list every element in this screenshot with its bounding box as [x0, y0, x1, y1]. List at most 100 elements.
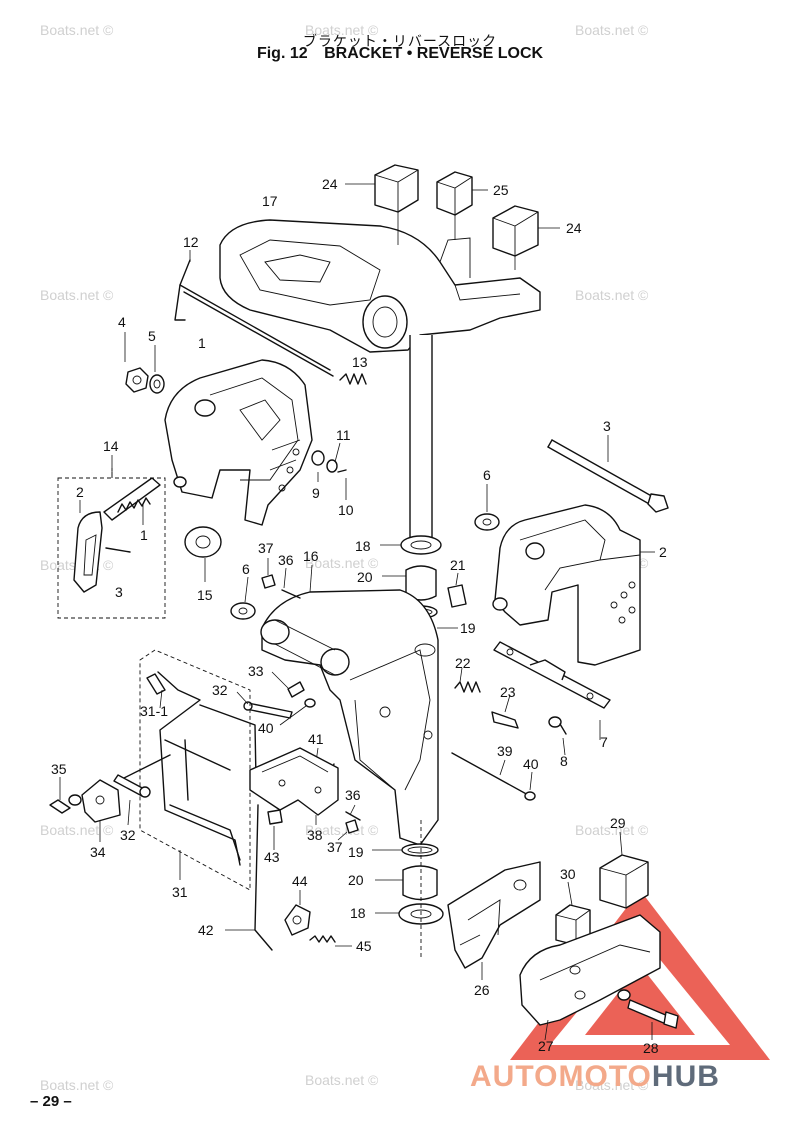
- callout-33: 33: [248, 663, 264, 679]
- watermark-text: Boats.net ©: [305, 1072, 379, 1088]
- callout-18: 18: [350, 905, 366, 921]
- callout-20: 20: [357, 569, 373, 585]
- callout-44: 44: [292, 873, 308, 889]
- figure-title: Fig. 12 BRACKET • REVERSE LOCK: [0, 45, 800, 63]
- watermark-text: Boats.net ©: [305, 22, 379, 38]
- callout-17: 17: [262, 193, 278, 209]
- washer-9-bolt-10: [311, 450, 347, 473]
- nut-4: [125, 367, 149, 393]
- callout-3: 3: [115, 584, 123, 600]
- callout-labels: 24 25 24 17 12 4 5 1 13 14 2 1 3 11 9 10…: [51, 176, 667, 1056]
- clamp-bracket-right: [492, 504, 641, 666]
- screw-45: [309, 935, 336, 943]
- swivel-bracket-top: [219, 219, 541, 353]
- screw-33: [287, 681, 305, 698]
- spring-22: [454, 681, 481, 693]
- callout-11: 11: [336, 427, 351, 443]
- callout-8: 8: [560, 753, 568, 769]
- steering-shaft: [409, 335, 433, 545]
- bolt-35: [49, 794, 82, 814]
- figure-name: BRACKET • REVERSE LOCK: [324, 45, 544, 62]
- cushion-24-upper: [374, 164, 419, 213]
- watermark-text: Boats.net ©: [40, 22, 114, 38]
- washer-6-left: [230, 602, 256, 620]
- title-japanese: ブラケット・リバースロック: [302, 34, 498, 50]
- callout-20: 20: [348, 872, 364, 888]
- plate-7: [493, 641, 611, 709]
- callout-14: 14: [103, 438, 119, 454]
- callout-19: 19: [460, 620, 476, 636]
- callout-28: 28: [643, 1040, 659, 1056]
- cushion-25: [436, 171, 473, 216]
- watermark-text: Boats.net ©: [305, 822, 379, 838]
- brand-text-auto: AUTO: [470, 1060, 559, 1093]
- callout-15: 15: [197, 587, 213, 603]
- callout-26: 26: [474, 982, 490, 998]
- brand-text-moto: MOTO: [558, 1060, 652, 1093]
- callout-5: 5: [148, 328, 156, 344]
- swivel-bracket-16: [260, 589, 439, 846]
- pad-15: [184, 526, 222, 558]
- group-14: [57, 455, 166, 619]
- callout-45: 45: [356, 938, 372, 954]
- callout-41: 41: [308, 731, 324, 747]
- callout-31: 31: [172, 884, 188, 900]
- callout-42: 42: [198, 922, 214, 938]
- pin-32-lower: [113, 774, 151, 798]
- callout-37: 37: [258, 540, 274, 556]
- washer-40-mid: [304, 698, 316, 708]
- watermark-text: Boats.net ©: [575, 287, 649, 303]
- callout-31-1: 31-1: [140, 703, 168, 719]
- spring-13: [339, 373, 367, 385]
- callout-36: 36: [345, 787, 361, 803]
- callout-6: 6: [242, 561, 250, 577]
- callout-23: 23: [500, 684, 516, 700]
- callout-13: 13: [352, 354, 368, 370]
- callout-2: 2: [76, 484, 84, 500]
- watermark-text: Boats.net ©: [305, 555, 379, 571]
- lower-cover-27: [519, 914, 661, 1026]
- collar-44: [284, 904, 311, 936]
- washer-5: [149, 374, 165, 394]
- callout-37: 37: [327, 839, 343, 855]
- cushion-24-lower: [492, 205, 539, 257]
- reverse-lock-lever-31: [119, 649, 257, 891]
- cushion-29: [599, 854, 649, 909]
- rod-12: [174, 259, 334, 377]
- callout-27: 27: [538, 1038, 554, 1054]
- callout-24: 24: [322, 176, 338, 192]
- callout-1: 1: [140, 527, 148, 543]
- brand-text-hub: HUB: [651, 1060, 720, 1093]
- watermark-text: Boats.net ©: [40, 822, 114, 838]
- callout-12: 12: [183, 234, 199, 250]
- through-bolt-3: [547, 439, 669, 513]
- lock-plate-38: [249, 747, 339, 816]
- callout-22: 22: [455, 655, 471, 671]
- callout-9: 9: [312, 485, 320, 501]
- callout-39: 39: [497, 743, 513, 759]
- callout-1: 1: [198, 335, 206, 351]
- plate-21: [447, 584, 467, 608]
- callout-32: 32: [120, 827, 136, 843]
- callout-7: 7: [600, 734, 608, 750]
- callout-38: 38: [307, 827, 323, 843]
- grease-fitting-37-upper: [261, 574, 276, 589]
- callout-35: 35: [51, 761, 67, 777]
- callout-34: 34: [90, 844, 106, 860]
- watermark-text: Boats.net ©: [40, 1077, 114, 1093]
- callout-4: 4: [118, 314, 126, 330]
- brand-logo-text: AUTOMOTOHUB: [470, 1060, 720, 1094]
- callout-30: 30: [560, 866, 576, 882]
- callout-40: 40: [523, 756, 539, 772]
- callout-18: 18: [355, 538, 371, 554]
- callout-16: 16: [303, 548, 319, 564]
- grease-fitting-37-lower: [345, 819, 359, 834]
- callout-21: 21: [450, 557, 466, 573]
- lower-mount-26: [447, 861, 541, 969]
- callout-43: 43: [264, 849, 280, 865]
- fitting-36-upper: [281, 589, 301, 599]
- callout-2: 2: [659, 544, 667, 560]
- callout-19: 19: [348, 844, 364, 860]
